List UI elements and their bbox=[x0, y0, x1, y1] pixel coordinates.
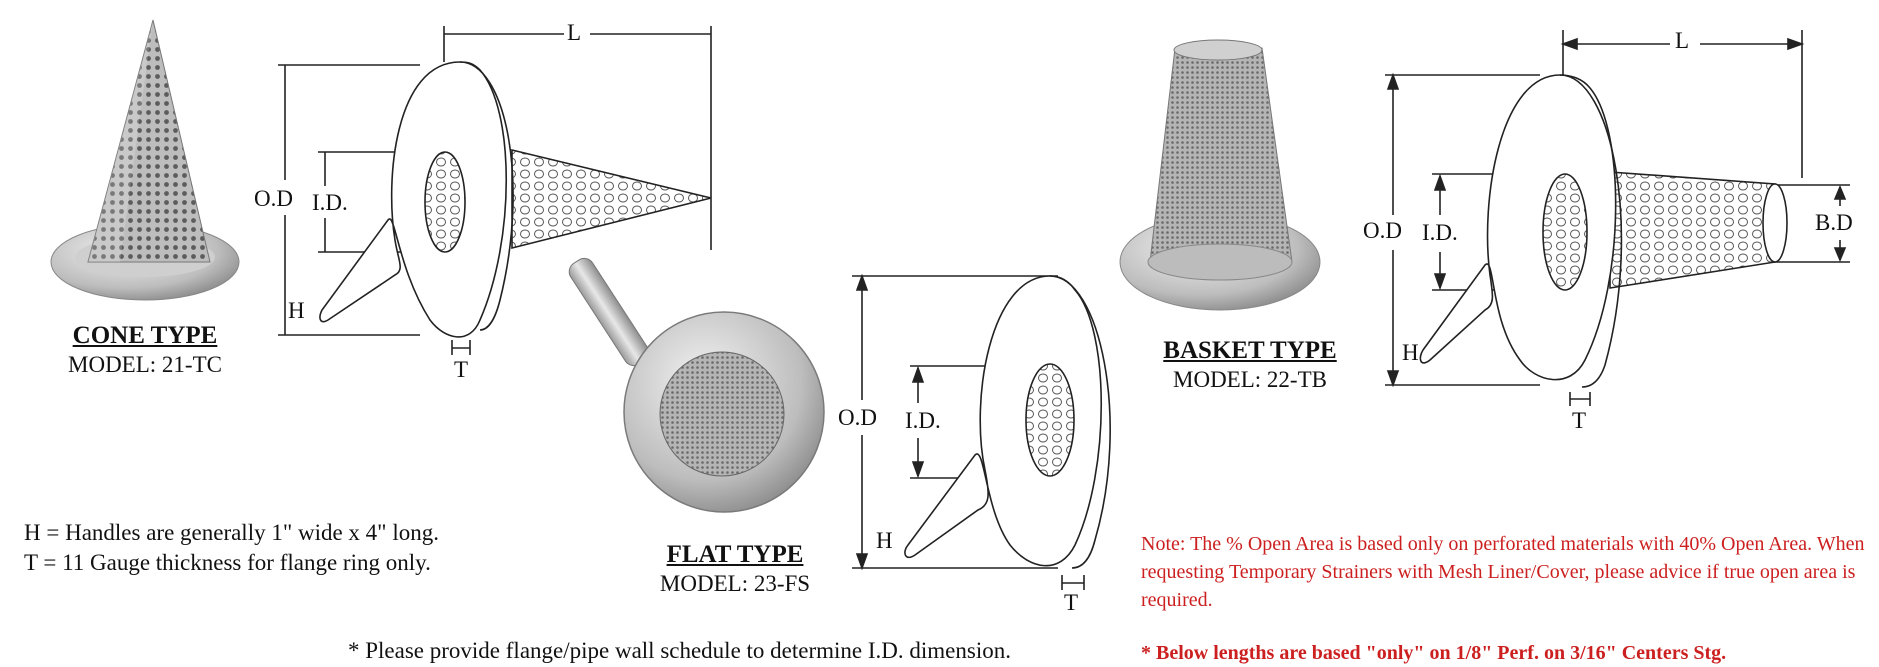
cone-label-h: H bbox=[288, 298, 305, 323]
cone-model: MODEL: 21-TC bbox=[68, 352, 222, 377]
basket-drawing bbox=[1385, 30, 1850, 406]
flat-label-t: T bbox=[1064, 590, 1079, 615]
cone-title: CONE TYPE bbox=[72, 322, 218, 349]
basket-title: BASKET TYPE bbox=[1163, 337, 1337, 364]
flat-title: FLAT TYPE bbox=[666, 541, 804, 568]
cone-photo bbox=[50, 19, 240, 301]
footer-lengths-note: * Below lengths are based "only" on 1/8"… bbox=[1141, 642, 1727, 664]
legend-thickness: T = 11 Gauge thickness for flange ring o… bbox=[24, 550, 431, 575]
basket-label-id: I.D. bbox=[1422, 220, 1458, 245]
flat-model: MODEL: 23-FS bbox=[659, 571, 811, 596]
basket-label-bd: B.D bbox=[1815, 210, 1853, 235]
open-area-note: Note: The % Open Area is based only on p… bbox=[1141, 533, 1865, 611]
basket-model: MODEL: 22-TB bbox=[1173, 367, 1327, 392]
cone-drawing bbox=[278, 26, 712, 355]
cone-label-id: I.D. bbox=[312, 190, 348, 215]
legend-handles: H = Handles are generally 1" wide x 4" l… bbox=[24, 520, 439, 545]
basket-label-h: H bbox=[1402, 340, 1419, 365]
flat-label-id: I.D. bbox=[905, 408, 941, 433]
footer-schedule-note: * Please provide flange/pipe wall schedu… bbox=[348, 638, 1011, 663]
basket-photo bbox=[1119, 39, 1321, 311]
cone-label-t: T bbox=[454, 357, 469, 382]
basket-label-od: O.D bbox=[1363, 218, 1402, 243]
flat-photo bbox=[568, 257, 825, 513]
flat-label-od: O.D bbox=[838, 405, 877, 430]
cone-label-od: O.D bbox=[254, 186, 293, 211]
basket-label-l: L bbox=[1675, 28, 1690, 53]
cone-label-l: L bbox=[567, 20, 582, 45]
basket-label-t: T bbox=[1572, 408, 1587, 433]
flat-drawing bbox=[852, 273, 1111, 590]
flat-label-h: H bbox=[876, 528, 893, 553]
